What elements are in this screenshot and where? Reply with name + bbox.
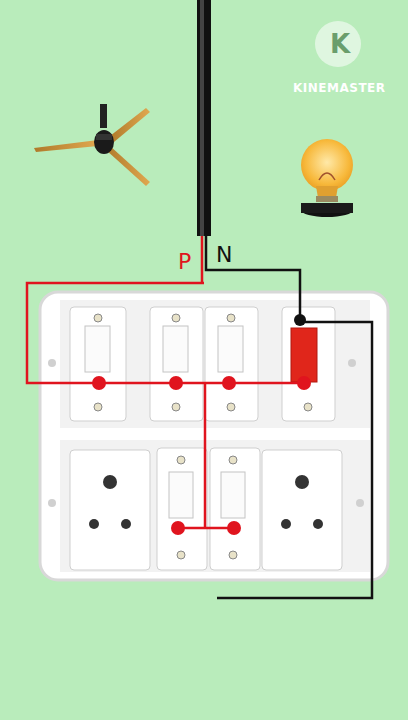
- main-cable: [197, 0, 211, 236]
- neutral-label: N: [216, 244, 232, 266]
- bulb-icon: [301, 139, 353, 217]
- watermark-logo: [315, 21, 361, 67]
- watermark-logo-letter: K: [330, 31, 350, 57]
- neutral-terminal: [294, 314, 306, 326]
- phase-wire: [27, 236, 305, 528]
- fan-icon: [34, 104, 150, 186]
- phase-terminals: [92, 376, 311, 535]
- switch-plate: [40, 292, 388, 580]
- phase-label: P: [178, 251, 191, 273]
- watermark-text: KINEMASTER: [293, 82, 386, 94]
- neutral-wire: [206, 236, 372, 598]
